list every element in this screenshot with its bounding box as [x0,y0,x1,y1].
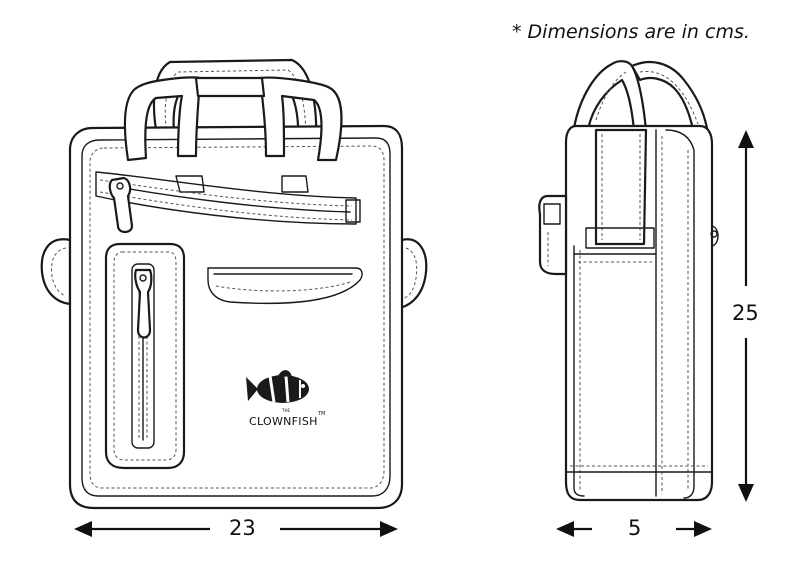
brand-prefix: THE [282,408,290,413]
top-zip-puller [108,176,134,234]
front-view [40,58,428,510]
left-strap-tab [40,238,72,306]
height-arrow [738,130,754,502]
side-strap [594,128,648,246]
welt-pocket [207,267,363,305]
side-view [538,60,719,502]
right-strap-tab [398,238,428,310]
width-label: 23 [229,516,256,540]
brand-trademark: TM [318,411,326,417]
depth-label: 5 [628,516,642,540]
height-label: 25 [732,301,759,325]
depth-arrow [556,521,712,537]
dimensions-note: * Dimensions are in cms. [512,21,750,43]
vertical-zip-pocket [104,242,186,470]
vertical-zip-puller [134,268,153,339]
side-buckle [538,194,568,276]
front-handle [123,76,202,162]
top-zip-pocket [95,171,357,225]
width-arrow [74,521,398,537]
clownfish-logo-icon [246,370,309,403]
brand-name: CLOWNFISH [249,415,318,428]
